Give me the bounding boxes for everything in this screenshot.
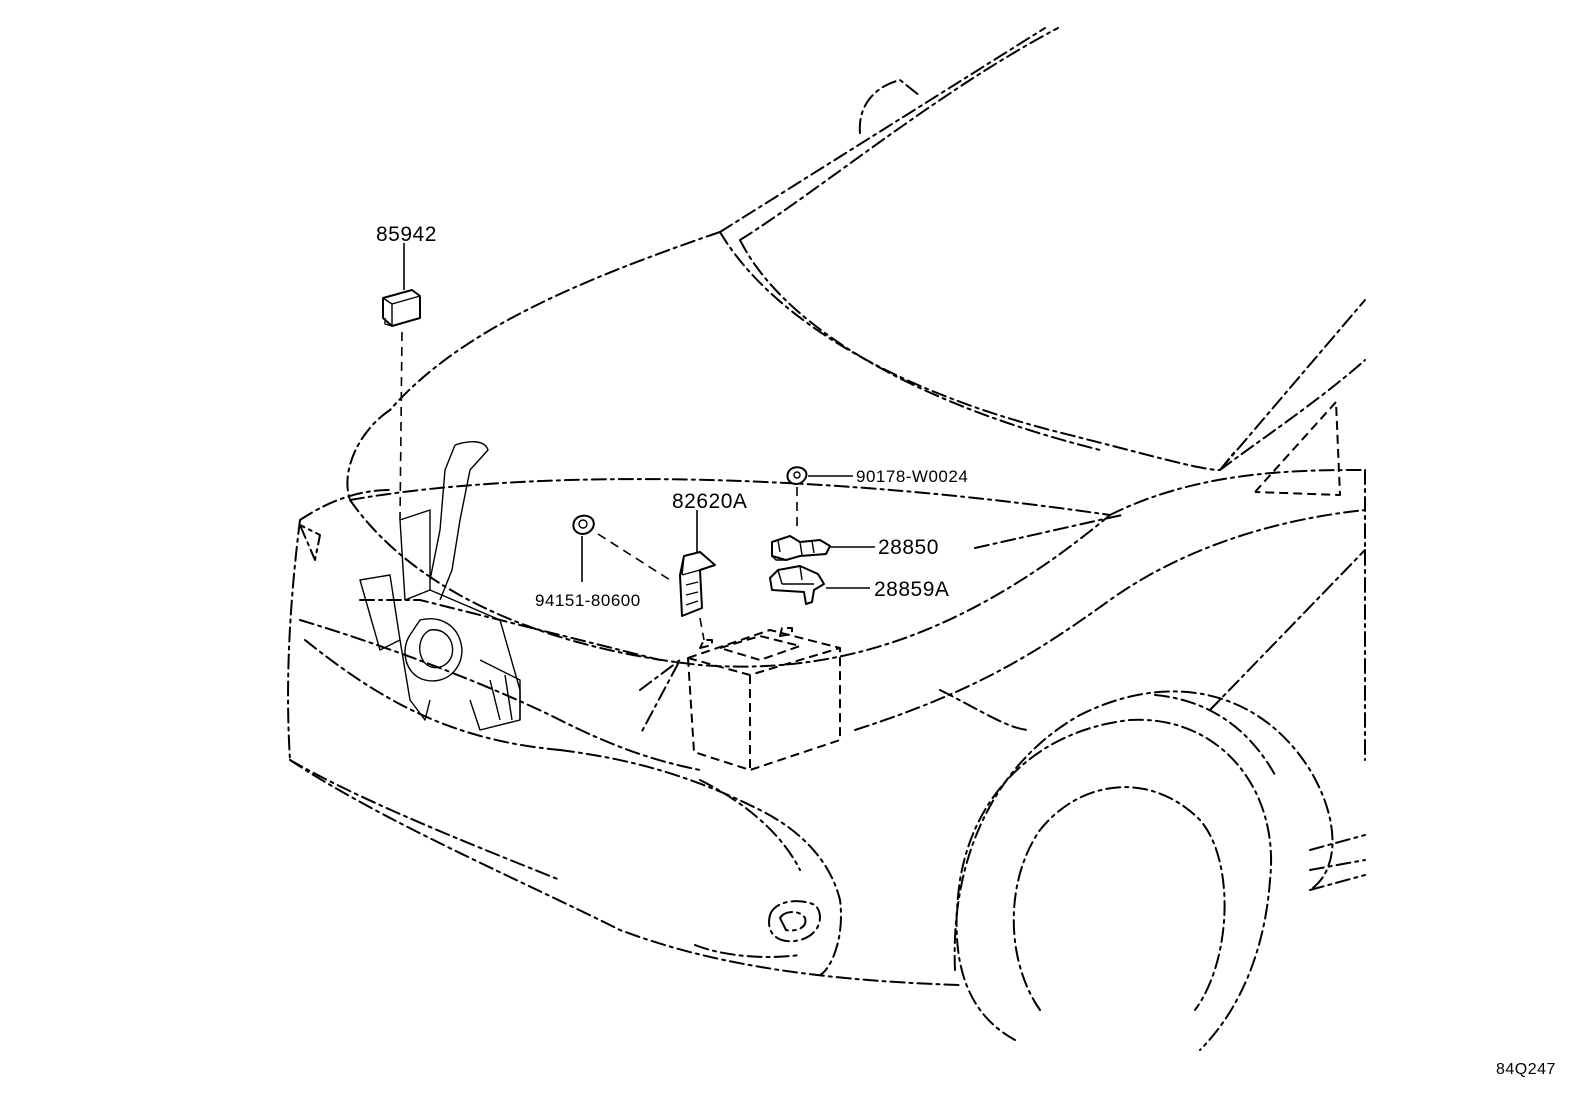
label-90178-W0024: 90178-W0024	[856, 467, 968, 486]
part-28850-terminal	[771, 535, 831, 561]
leader-82620A-install	[699, 617, 705, 641]
label-28859A: 28859A	[874, 578, 949, 601]
label-28850: 28850	[878, 536, 939, 559]
leader-85942-install	[399, 331, 403, 521]
vehicle-outline	[287, 27, 1366, 1051]
figure-code: 84Q247	[1496, 1061, 1556, 1078]
label-85942: 85942	[376, 223, 437, 246]
battery	[687, 627, 841, 771]
label-94151-80600: 94151-80600	[535, 591, 641, 610]
label-82620A: 82620A	[672, 490, 747, 513]
part-94151-80600-nut	[572, 514, 595, 535]
leader-94151-80600-install	[597, 533, 671, 581]
part-28859A-bracket	[769, 565, 825, 605]
part-85942-clip	[382, 289, 421, 327]
washer-tank-assembly	[359, 441, 521, 731]
part-82620A-bracket	[679, 551, 716, 617]
part-90178-W0024-nut	[786, 466, 808, 485]
